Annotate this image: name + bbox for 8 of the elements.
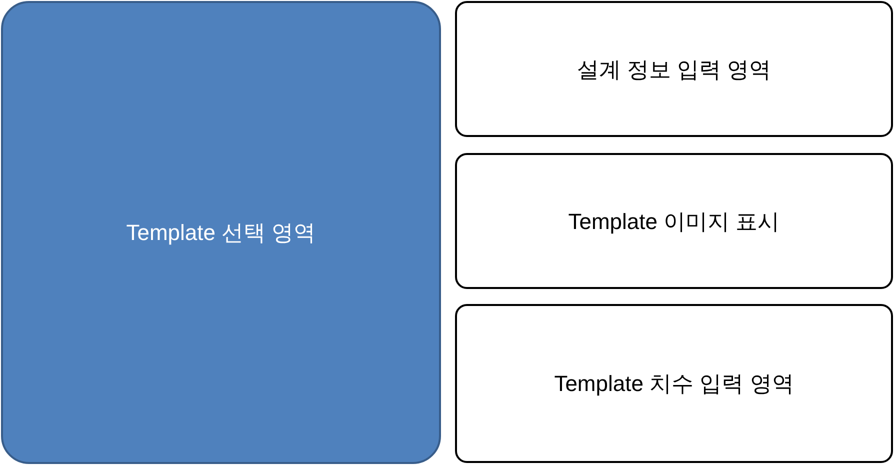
box-label: Template 치수 입력 영역 (554, 370, 794, 398)
box-label: Template 선택 영역 (126, 219, 316, 247)
box-label: Template 이미지 표시 (568, 208, 780, 236)
section-box (455, 153, 893, 289)
section-box (455, 304, 893, 463)
section-box (455, 1, 893, 137)
panel-area (1, 1, 441, 464)
box-label: 설계 정보 입력 영역 (576, 56, 772, 84)
